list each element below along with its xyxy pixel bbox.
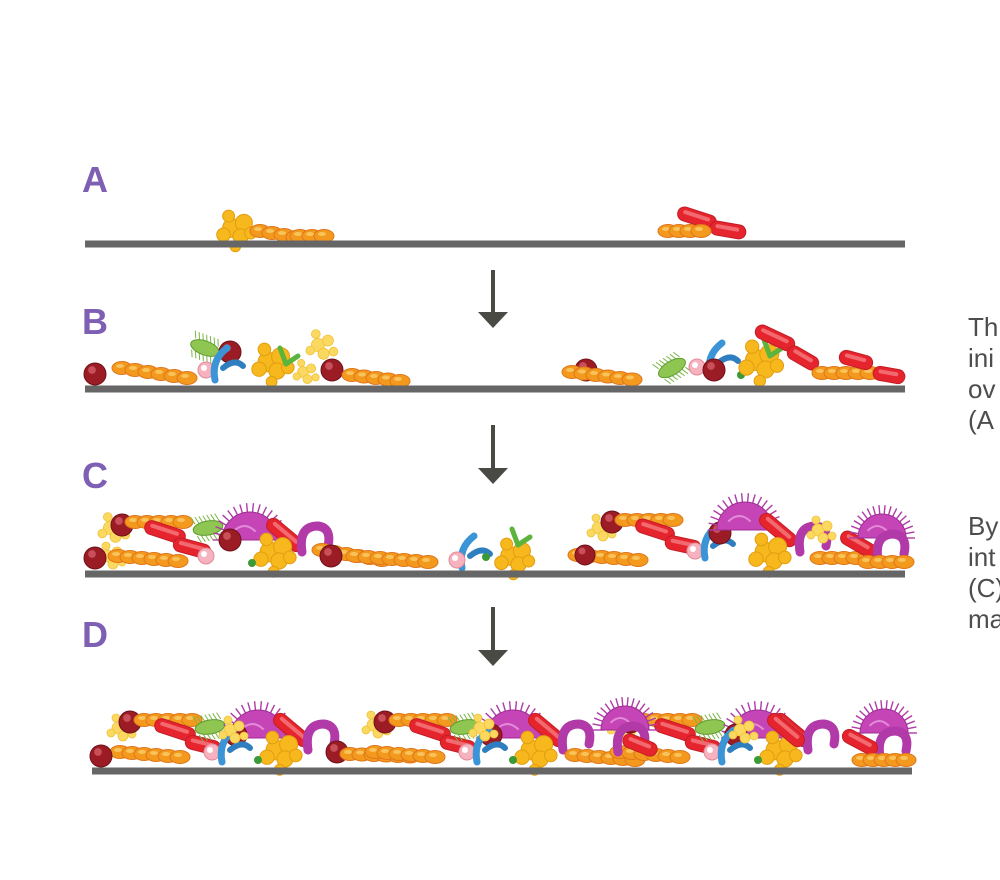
microbe-layer bbox=[83, 206, 917, 776]
stage-label-b: B bbox=[82, 301, 108, 342]
down-arrow-icon bbox=[478, 425, 508, 484]
pink-spore-icon bbox=[197, 361, 215, 379]
red-rod-bacterium-icon bbox=[622, 733, 658, 757]
orange-coccus-chain-icon bbox=[561, 365, 643, 387]
yellow-cluster-icon bbox=[305, 329, 339, 360]
yellow-cluster-icon bbox=[253, 532, 297, 578]
caption-line: ov bbox=[968, 374, 996, 404]
orange-coccus-chain-icon bbox=[341, 368, 411, 388]
orange-coccus-chain-icon bbox=[657, 224, 712, 238]
red-rod-bacterium-icon bbox=[872, 365, 906, 385]
orange-coccus-chain-icon bbox=[111, 361, 198, 385]
green-coccus-icon bbox=[754, 756, 762, 764]
green-flagellated-bacterium-icon bbox=[652, 351, 692, 385]
yellow-cluster-icon bbox=[468, 713, 499, 742]
purple-curved-microbe-icon bbox=[296, 521, 334, 557]
green-coccus-icon bbox=[509, 756, 517, 764]
red-rod-bacterium-icon bbox=[709, 220, 747, 240]
maroon-coccus-icon bbox=[574, 544, 596, 566]
caption-line: Th bbox=[968, 312, 999, 342]
orange-coccus-chain-icon bbox=[364, 745, 446, 764]
down-arrow-icon bbox=[478, 607, 508, 666]
red-rod-bacterium-icon bbox=[767, 712, 805, 748]
caption-line: int bbox=[968, 542, 996, 572]
green-rod-pair-icon bbox=[509, 526, 533, 548]
maroon-coccus-icon bbox=[83, 546, 107, 570]
pink-spore-icon bbox=[458, 743, 476, 761]
orange-coccus-chain-icon bbox=[109, 745, 191, 764]
yellow-cluster-icon bbox=[218, 715, 249, 744]
maroon-coccus-icon bbox=[89, 744, 113, 768]
red-rod-bacterium-icon bbox=[154, 718, 196, 742]
maroon-coccus-icon bbox=[320, 358, 344, 382]
surface-layer bbox=[85, 240, 912, 775]
yellow-cluster-icon bbox=[494, 537, 536, 581]
down-arrow-icon bbox=[478, 270, 508, 328]
caption-line: By bbox=[968, 511, 999, 541]
pink-spore-icon bbox=[203, 743, 221, 761]
magenta-spiky-microbe-icon bbox=[851, 700, 917, 734]
caption-line: ma bbox=[968, 604, 1000, 634]
green-flagellated-bacterium-icon bbox=[692, 712, 728, 742]
blue-curved-rod-icon bbox=[457, 532, 493, 572]
orange-coccus-chain-icon bbox=[345, 549, 439, 569]
purple-curved-microbe-icon bbox=[872, 529, 910, 565]
maroon-coccus-icon bbox=[83, 362, 107, 386]
stage-label-c: C bbox=[82, 455, 108, 496]
caption-line: (A bbox=[968, 405, 994, 435]
purple-curved-microbe-icon bbox=[302, 719, 340, 755]
pink-spore-icon bbox=[688, 358, 706, 376]
maroon-coccus-icon bbox=[218, 528, 242, 552]
red-rod-bacterium-icon bbox=[841, 728, 879, 756]
yellow-cluster-icon bbox=[728, 715, 759, 744]
yellow-cluster-icon bbox=[806, 515, 837, 544]
red-rod-bacterium-icon bbox=[838, 349, 874, 371]
caption-community: By int (C) ma bbox=[968, 511, 1000, 635]
pink-spore-icon bbox=[448, 551, 466, 569]
green-coccus-icon bbox=[482, 553, 490, 561]
blue-curved-rod-icon bbox=[210, 344, 246, 384]
yellow-cluster-icon bbox=[292, 358, 320, 385]
purple-curved-microbe-icon bbox=[557, 719, 595, 755]
purple-curved-microbe-icon bbox=[612, 721, 650, 757]
pink-spore-icon bbox=[197, 547, 215, 565]
yellow-cluster-icon bbox=[748, 532, 792, 578]
orange-coccus-chain-icon bbox=[857, 555, 915, 569]
yellow-cluster-icon bbox=[259, 730, 303, 776]
maroon-coccus-icon bbox=[319, 544, 343, 568]
caption-attachment: Th ini ov (A bbox=[968, 312, 1000, 436]
red-rod-bacterium-icon bbox=[786, 345, 820, 371]
green-flagellated-bacterium-icon bbox=[190, 513, 226, 543]
pink-spore-icon bbox=[686, 542, 704, 560]
purple-curved-microbe-icon bbox=[802, 719, 840, 755]
stage-label-d: D bbox=[82, 614, 108, 655]
green-rod-pair-icon bbox=[761, 337, 785, 359]
orange-coccus-chain-icon bbox=[107, 549, 189, 568]
caption-line: (C) bbox=[968, 573, 1000, 603]
orange-coccus-chain-icon bbox=[289, 229, 335, 243]
red-rod-bacterium-icon bbox=[677, 206, 717, 230]
green-coccus-icon bbox=[248, 559, 256, 567]
caption-line: ini bbox=[968, 343, 995, 373]
stage-label-a: A bbox=[82, 159, 108, 200]
arrow-layer bbox=[478, 270, 508, 666]
pink-spore-icon bbox=[703, 743, 721, 761]
green-coccus-icon bbox=[254, 756, 262, 764]
yellow-cluster-icon bbox=[759, 730, 803, 776]
purple-curved-microbe-icon bbox=[874, 726, 912, 762]
green-rod-pair-icon bbox=[277, 345, 301, 367]
maroon-coccus-icon bbox=[702, 358, 726, 382]
orange-coccus-chain-icon bbox=[851, 753, 917, 767]
